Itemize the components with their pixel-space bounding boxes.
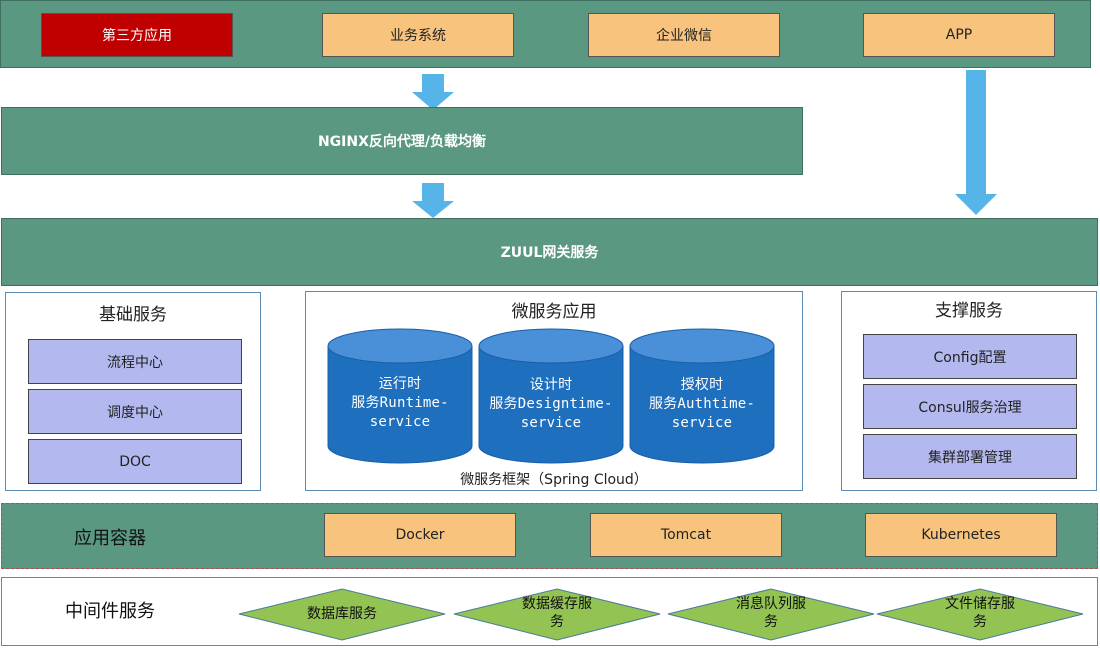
- cylinder-designtime-line2: 服务Designtime-: [489, 396, 613, 412]
- cylinder-runtime-line1: 运行时: [378, 376, 422, 392]
- diamond-file-storage: [876, 588, 1084, 641]
- cylinder-runtime: [327, 328, 473, 464]
- cylinder-runtime-line3: service: [369, 414, 431, 430]
- app-box: APP: [863, 13, 1055, 57]
- diamond-database: [238, 588, 446, 641]
- diamond-file-storage-line2: 务: [973, 614, 987, 630]
- cylinder-runtime-label: 运行时 服务Runtime- service: [328, 375, 472, 432]
- middleware-title: 中间件服务: [65, 601, 155, 622]
- diamond-mq-line1: 消息队列服: [736, 596, 806, 612]
- cylinder-authtime: [629, 328, 775, 464]
- diamond-cache-label: 数据缓存服 务: [487, 595, 627, 631]
- diamond-database-line1: 数据库服务: [307, 606, 377, 622]
- down-arrow-icon: [412, 183, 454, 218]
- cylinder-designtime-label: 设计时 服务Designtime- service: [476, 376, 626, 433]
- microservice-framework-caption: 微服务框架（Spring Cloud）: [460, 472, 648, 488]
- cylinder-designtime: [478, 328, 624, 464]
- support-item-config: Config配置: [863, 334, 1077, 379]
- support-item-consul: Consul服务治理: [863, 384, 1077, 429]
- cylinder-authtime-line2: 服务Authtime-: [648, 396, 756, 412]
- diamond-mq: [667, 588, 875, 641]
- down-arrow-icon: [412, 74, 454, 110]
- basic-item-workflow: 流程中心: [28, 339, 242, 384]
- diamond-file-storage-line1: 文件储存服: [945, 596, 1015, 612]
- basic-item-doc: DOC: [28, 439, 242, 484]
- zuul-gateway-band: ZUUL网关服务: [1, 218, 1098, 286]
- support-item-cluster: 集群部署管理: [863, 434, 1077, 479]
- business-system-box: 业务系统: [322, 13, 514, 57]
- cylinder-designtime-line1: 设计时: [529, 377, 573, 393]
- container-docker: Docker: [324, 513, 516, 557]
- app-container-title: 应用容器: [74, 528, 146, 549]
- down-arrow-icon: [955, 70, 997, 215]
- cylinder-designtime-line3: service: [520, 415, 582, 431]
- diamond-cache-line1: 数据缓存服: [522, 596, 592, 612]
- enterprise-wechat-box: 企业微信: [588, 13, 780, 57]
- basic-item-scheduler: 调度中心: [28, 389, 242, 434]
- diamond-file-storage-label: 文件储存服 务: [910, 595, 1050, 631]
- diamond-mq-line2: 务: [764, 614, 778, 630]
- basic-services-title: 基础服务: [99, 305, 167, 325]
- container-tomcat: Tomcat: [590, 513, 782, 557]
- cylinder-authtime-line1: 授权时: [680, 377, 724, 393]
- diamond-cache-line2: 务: [550, 614, 564, 630]
- microservice-title: 微服务应用: [511, 302, 597, 322]
- nginx-band: NGINX反向代理/负载均衡: [1, 107, 803, 175]
- diamond-database-label: 数据库服务: [272, 605, 412, 623]
- cylinder-authtime-line3: service: [671, 415, 733, 431]
- diamond-mq-label: 消息队列服 务: [701, 595, 841, 631]
- diamond-cache: [453, 588, 661, 641]
- third-party-app-box: 第三方应用: [41, 13, 233, 57]
- container-kubernetes: Kubernetes: [865, 513, 1057, 557]
- cylinder-authtime-label: 授权时 服务Authtime- service: [630, 376, 774, 433]
- support-services-title: 支撑服务: [935, 301, 1003, 321]
- cylinder-runtime-line2: 服务Runtime-: [351, 395, 449, 411]
